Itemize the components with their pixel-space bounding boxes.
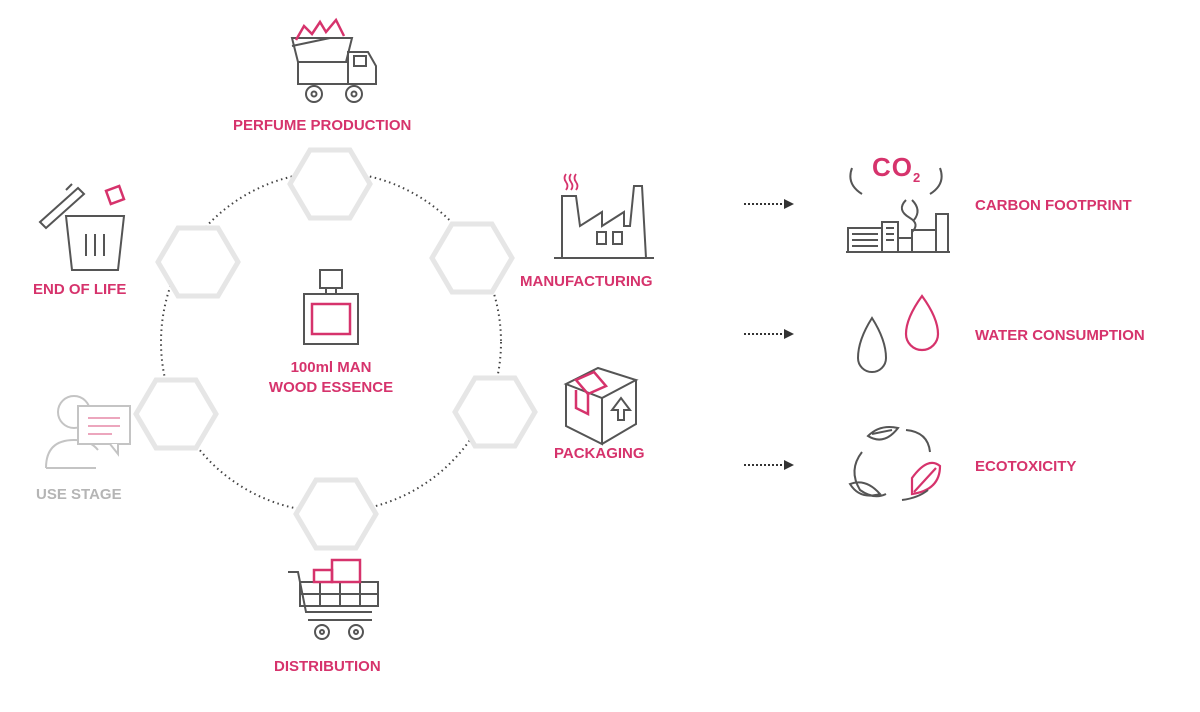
impact-arrows [744, 199, 794, 470]
stage-label-distribution: DISTRIBUTION [274, 658, 381, 675]
hexagon-perfume-production [287, 147, 373, 221]
package-box-icon [563, 366, 639, 446]
hexagon-distribution [293, 477, 379, 551]
stage-label-perfume-production: PERFUME PRODUCTION [233, 117, 412, 134]
co2-symbol-text: CO [872, 152, 913, 182]
product-name-line1: 100ml MAN [290, 359, 372, 376]
co2-symbol: CO2 [872, 152, 921, 185]
stage-label-manufacturing: MANUFACTURING [520, 273, 653, 290]
hexagon-packaging [452, 375, 538, 449]
recycle-leaves-icon [848, 426, 942, 501]
hexagon-manufacturing [429, 221, 515, 295]
perfume-bottle-icon [303, 269, 359, 345]
water-drops-icon [856, 294, 940, 373]
product-name-line2: WOOD ESSENCE [268, 379, 394, 396]
shopping-cart-icon [288, 558, 379, 640]
dump-truck-icon [290, 17, 377, 103]
co2-subscript: 2 [913, 170, 922, 185]
product-label: 100ml MAN WOOD ESSENCE [256, 358, 406, 398]
hexagon-use-stage [133, 377, 219, 451]
stage-label-end-of-life: END OF LIFE [33, 281, 127, 298]
stage-label-packaging: PACKAGING [554, 445, 645, 462]
trash-bin-icon [38, 183, 126, 271]
impact-label-ecotoxicity: ECOTOXICITY [975, 458, 1077, 475]
city-emissions-icon [846, 167, 950, 253]
stage-label-use-stage: USE STAGE [36, 486, 122, 503]
impact-label-water-consumption: WATER CONSUMPTION [975, 327, 1145, 344]
factory-icon [554, 173, 654, 259]
user-message-icon [45, 395, 131, 469]
hexagon-end-of-life [155, 225, 241, 299]
impact-label-carbon-footprint: CARBON FOOTPRINT [975, 197, 1132, 214]
